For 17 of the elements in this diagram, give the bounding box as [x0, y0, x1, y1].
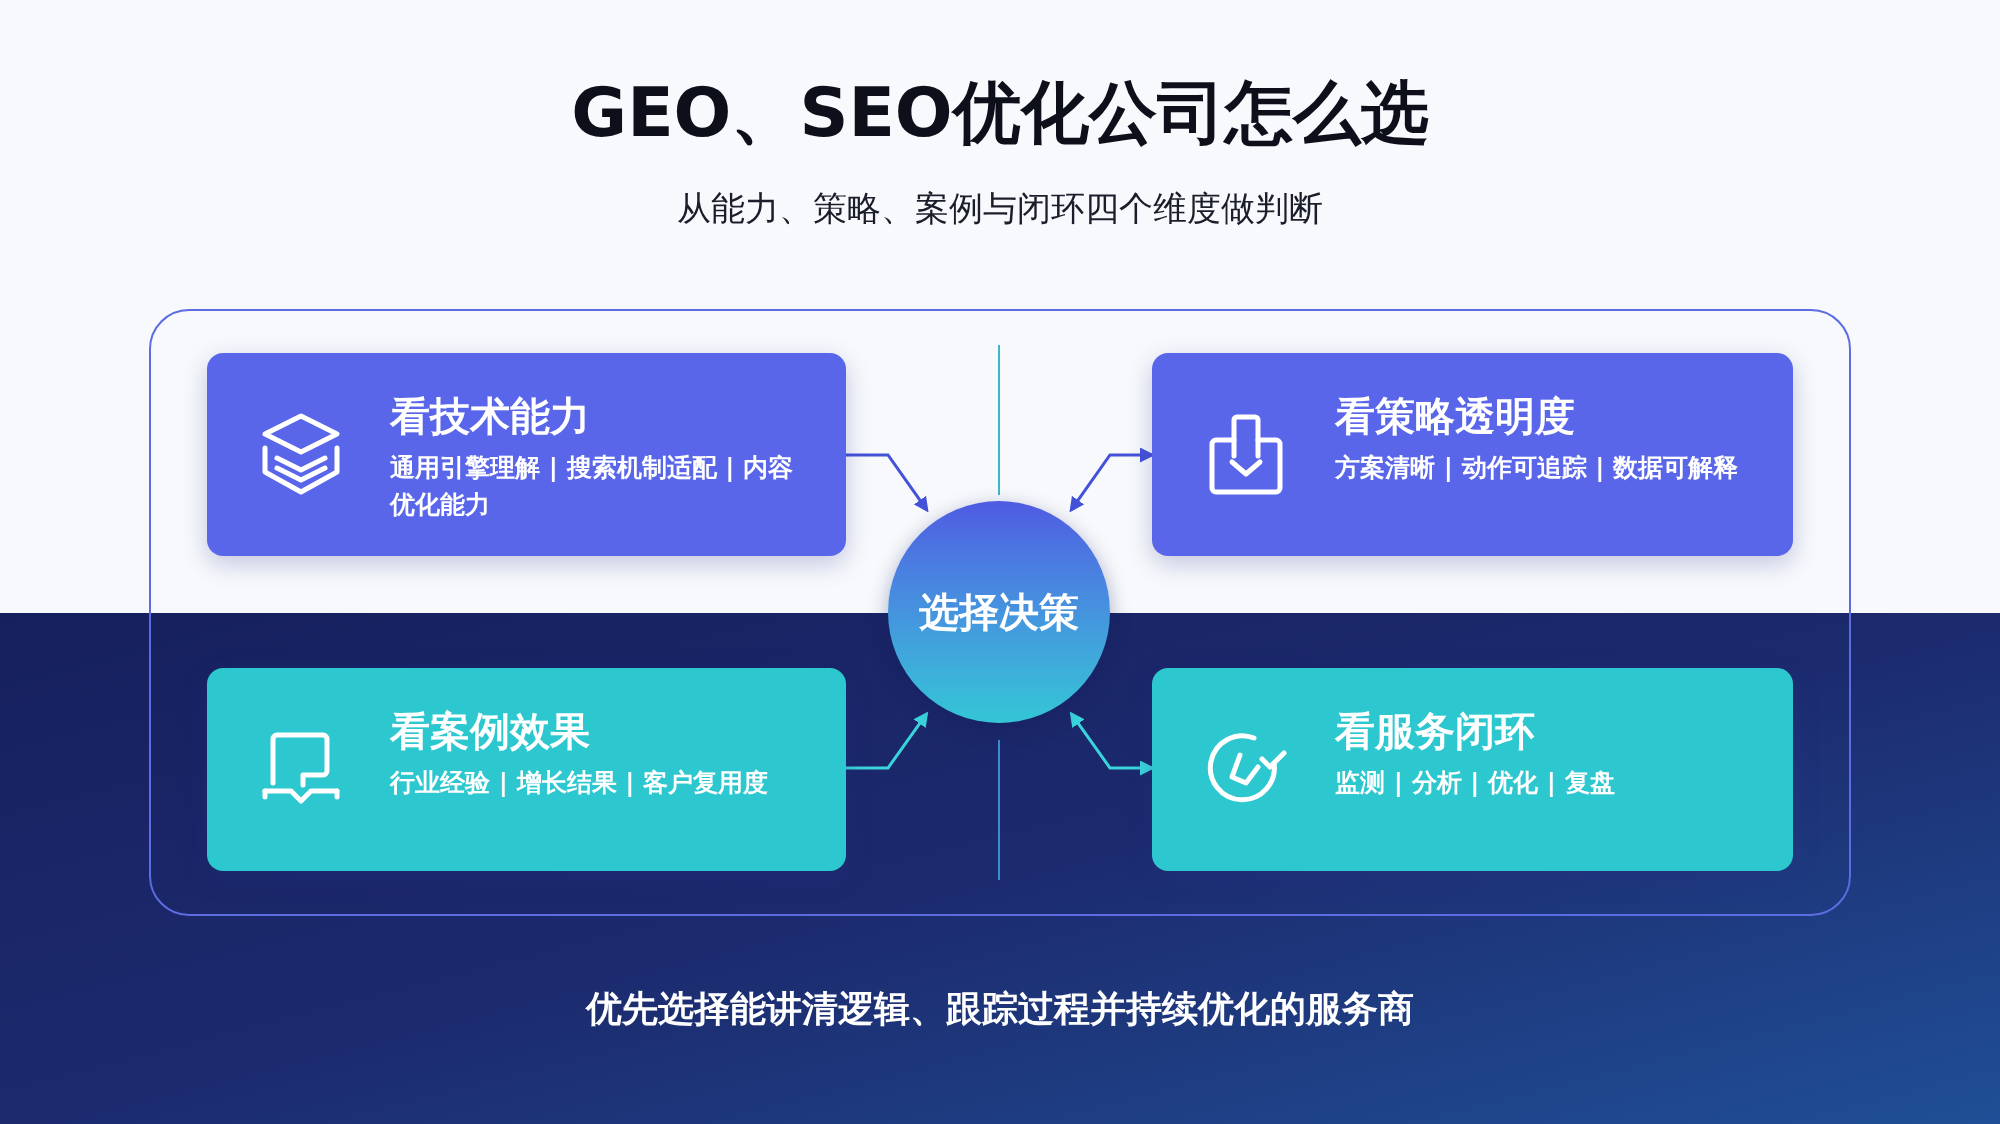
- card-heading: 看技术能力: [390, 392, 591, 441]
- dimension-card: [1152, 668, 1793, 871]
- card-heading: 看案例效果: [390, 707, 591, 756]
- dimension-card: [1152, 353, 1793, 556]
- subtitle: 从能力、策略、案例与闭环四个维度做判断: [677, 187, 1323, 230]
- title: GEO、SEO优化公司怎么选: [571, 72, 1429, 154]
- card-description: 行业经验 | 增长结果 | 客户复用度: [390, 767, 770, 799]
- card-description: 监测 | 分析 | 优化 | 复盘: [1335, 767, 1616, 799]
- card-heading: 看服务闭环: [1335, 707, 1536, 756]
- arrow: [846, 711, 929, 770]
- card-description: 通用引擎理解 | 搜索机制适配 | 内容优化能力: [390, 452, 795, 521]
- card-heading: 看策略透明度: [1335, 392, 1576, 441]
- dimension-card: [207, 353, 846, 556]
- dimension-card: [207, 668, 846, 871]
- arrow: [846, 453, 929, 513]
- card-description: 方案清晰 | 动作可追踪 | 数据可解释: [1335, 452, 1740, 484]
- footer-note: 优先选择能讲清逻辑、跟踪过程并持续优化的服务商: [586, 987, 1414, 1031]
